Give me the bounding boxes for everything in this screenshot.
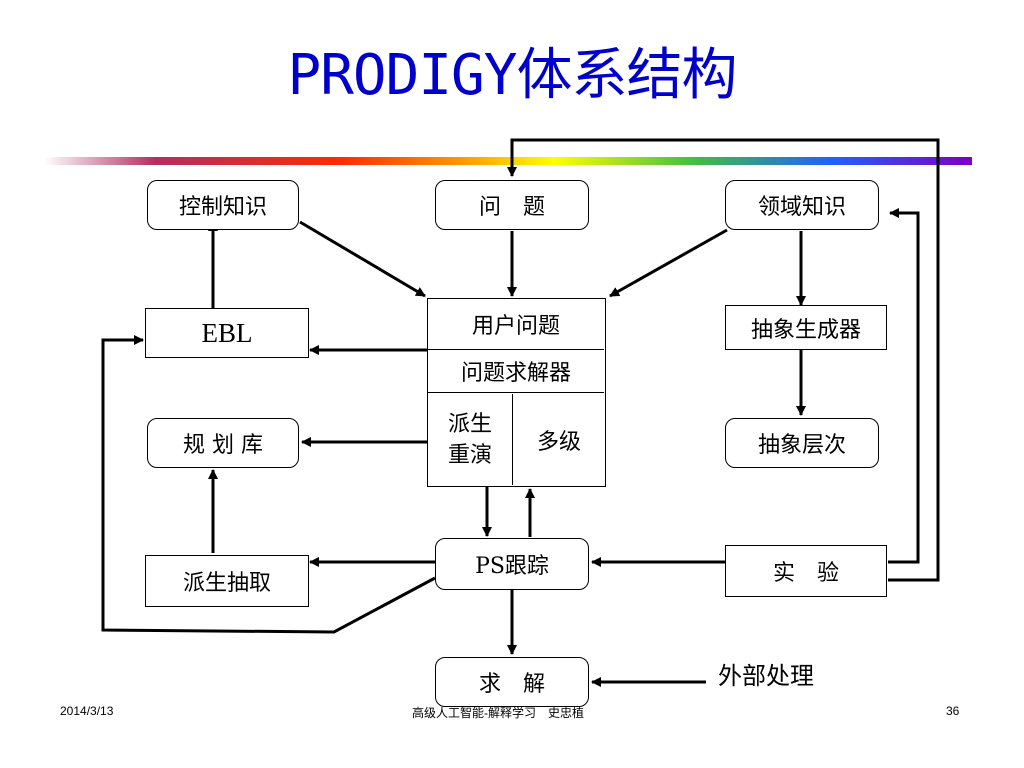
node-ebl: EBL [145,308,309,358]
node-ps-trace: PS跟踪 [435,538,589,590]
footer-page-number: 36 [946,704,960,718]
node-derivation-replay: 派生 重演 [428,394,513,485]
node-solution: 求 解 [435,657,589,707]
slide-title: PRODIGY体系结构 [287,43,737,108]
arrow-experiment-to-domain-knowledge [888,208,920,564]
node-user-problem: 用户问题 [428,299,604,350]
node-abstraction-generator: 抽象生成器 [725,305,887,350]
node-control-knowledge: 控制知识 [147,180,299,230]
node-problem-solver-group: 用户问题 问题求解器 派生 重演 多级 [427,298,606,487]
label-external-processing: 外部处理 [718,662,814,690]
node-plan-library: 规 划 库 [147,418,299,468]
arrow-domain-to-solver [609,228,728,298]
node-abstraction-hierarchy: 抽象层次 [725,418,879,468]
footer-course: 高级人工智能-解释学习 史忠植 [412,706,584,720]
node-problem: 问 题 [435,180,589,230]
arrow-control-to-solver [299,220,426,298]
arrow-trace-to-ebl [101,335,436,634]
node-domain-knowledge: 领域知识 [725,180,879,230]
node-derivation-extraction: 派生抽取 [145,555,309,607]
node-experiment: 实 验 [725,545,887,597]
footer-date: 2014/3/13 [60,704,114,718]
node-problem-solver: 问题求解器 [428,350,604,393]
arrow-experiment-to-problem [507,138,940,582]
rainbow-divider [44,157,972,165]
node-multilevel: 多级 [536,429,581,455]
